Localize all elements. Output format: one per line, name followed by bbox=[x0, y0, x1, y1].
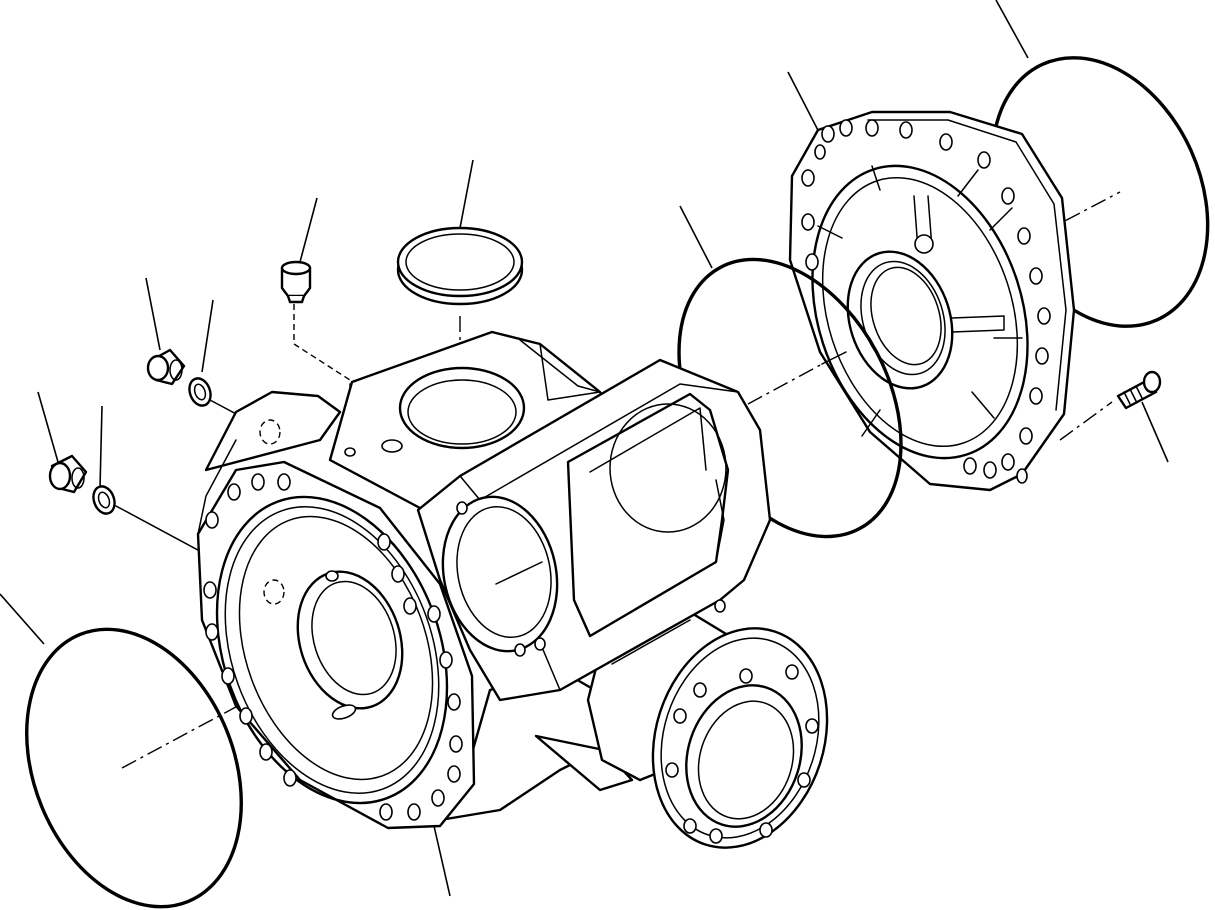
leader-upper-washer bbox=[201, 299, 214, 373]
left-flange-bolt-holes bbox=[203, 473, 463, 821]
lower-plug bbox=[48, 454, 88, 494]
left-o-ring bbox=[25, 627, 243, 909]
leader-upper-plug bbox=[145, 277, 161, 351]
end-cover-bore bbox=[846, 250, 954, 390]
leader-breather bbox=[299, 197, 318, 263]
leader-lower-washer bbox=[99, 405, 103, 489]
pinion-flange bbox=[651, 627, 829, 849]
callout-leaders bbox=[0, 0, 1169, 897]
upper-washer bbox=[188, 377, 212, 407]
leader-middle-o-ring bbox=[679, 205, 713, 269]
leader-lower-plug bbox=[37, 391, 59, 463]
leader-cover-disc bbox=[459, 159, 474, 229]
end-cover bbox=[788, 110, 1076, 492]
leader-left-o-ring bbox=[0, 593, 45, 645]
cap-screw bbox=[1116, 370, 1162, 410]
cap-screw-head bbox=[1142, 370, 1162, 394]
left-hub-flange bbox=[196, 460, 476, 830]
end-cover-ribs bbox=[817, 165, 1023, 437]
cover-disc bbox=[396, 226, 524, 306]
breather-port bbox=[344, 447, 356, 457]
breather bbox=[280, 260, 312, 304]
leader-axle-housing bbox=[433, 825, 451, 897]
end-cover-bolt-holes bbox=[801, 119, 1051, 484]
housing-top-bore bbox=[398, 366, 526, 450]
housing-window bbox=[566, 392, 730, 638]
leader-right-o-ring bbox=[995, 0, 1029, 59]
lower-washer bbox=[92, 485, 116, 515]
upper-plug bbox=[146, 348, 186, 386]
leader-cap-screw bbox=[1141, 401, 1169, 463]
axis-screw bbox=[1059, 401, 1113, 441]
leader-end-cover bbox=[787, 71, 823, 139]
axle-housing bbox=[196, 330, 829, 849]
